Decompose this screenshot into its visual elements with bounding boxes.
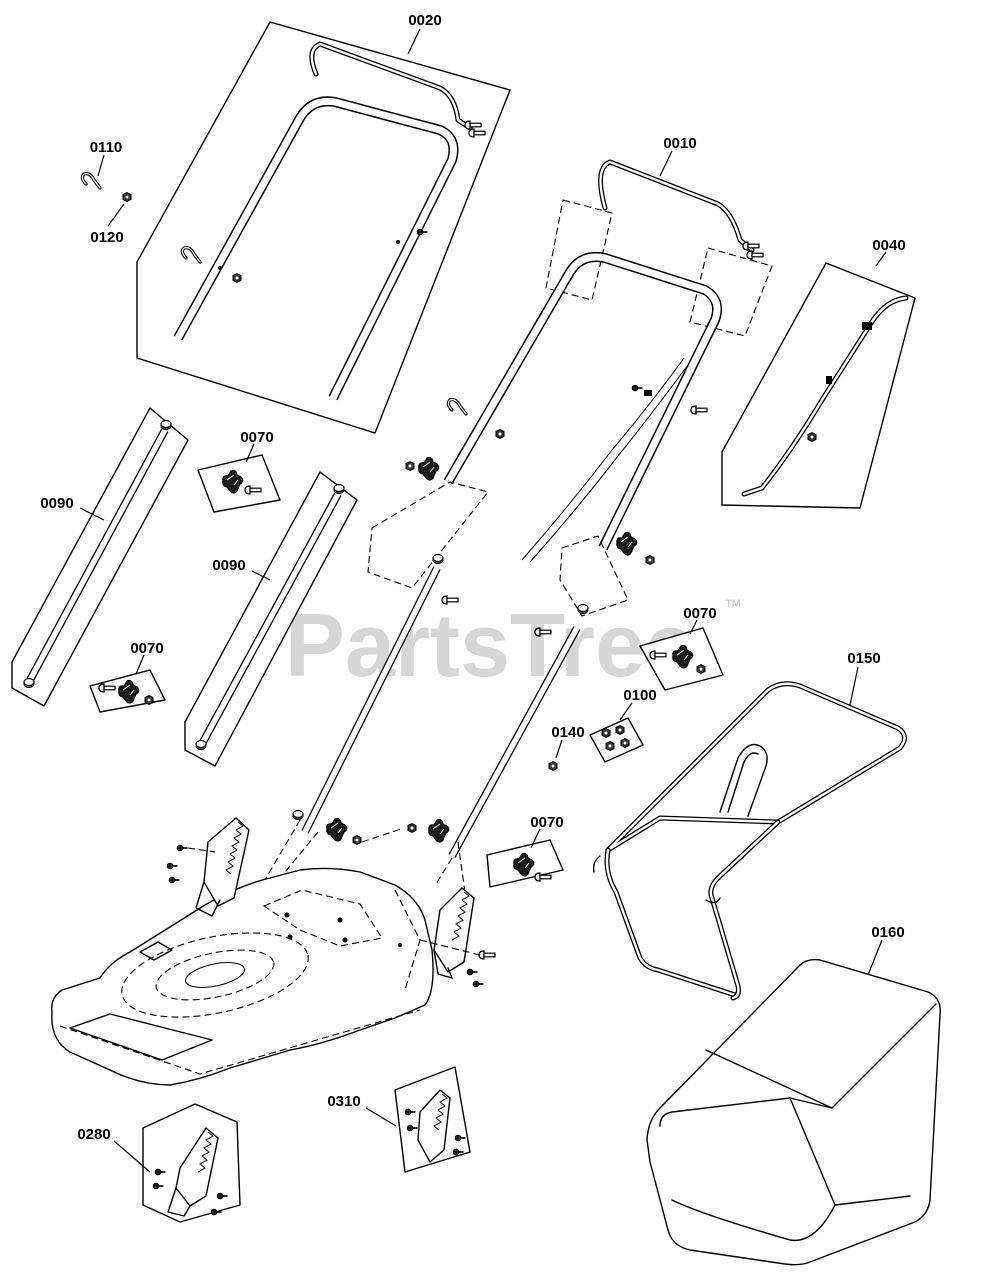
nut-set [589, 702, 644, 763]
nut-icon [122, 192, 132, 202]
handle-nut [495, 429, 505, 439]
callout-0110[interactable]: 0110 [90, 139, 123, 156]
tube-end-cap [292, 809, 304, 821]
callout-0140[interactable]: 0140 [551, 724, 584, 741]
knob-icon [428, 818, 450, 843]
callout-0120[interactable]: 0120 [90, 229, 123, 246]
grass-bag-frame [592, 666, 907, 1001]
upper-handle-kit [136, 21, 511, 434]
screw-icon [176, 844, 189, 852]
front-bumper [69, 1013, 213, 1061]
height-adjuster-right [419, 887, 496, 988]
frame-chute [719, 743, 768, 817]
control-cable-box [721, 262, 916, 509]
screw-icon [466, 968, 479, 976]
grass-bag-body [646, 958, 941, 1266]
tube-end-cap [195, 739, 207, 751]
callout-0090[interactable]: 0090 [40, 495, 73, 512]
knob-kit-a [197, 443, 281, 513]
adjuster-bracket [433, 887, 475, 973]
frame-rim [605, 681, 907, 853]
nut-icon [601, 728, 611, 738]
nut-icon [615, 725, 625, 735]
lower-tube-kit-left [11, 407, 189, 707]
nut-icon [696, 664, 706, 674]
knob-kit-c [639, 619, 724, 691]
watermark: PartsTree ™ [285, 596, 742, 696]
tube-end-cap [432, 553, 444, 565]
knob-icon [616, 531, 638, 556]
callout-labels: 0020 0110 0120 0010 0040 0070 0090 0090 … [40, 12, 905, 1143]
lower-tube-kit-right [184, 471, 358, 767]
watermark-trademark: ™ [724, 596, 742, 616]
upper-handle-kit-box [136, 21, 511, 434]
nut-icon [605, 741, 615, 751]
deck-housing [51, 867, 434, 1086]
callout-0280[interactable]: 0280 [77, 1126, 110, 1143]
adjuster-kit-right [365, 1066, 471, 1173]
handle-nut [405, 461, 415, 471]
handle-screw [631, 384, 644, 392]
knob-icon [418, 456, 440, 481]
nut-icon [807, 432, 817, 442]
screw-icon [168, 876, 181, 884]
cable-clip-icon [80, 172, 102, 190]
tube-end-cap [160, 419, 172, 431]
watermark-text: PartsTree [285, 596, 695, 696]
callout-0100[interactable]: 0100 [623, 687, 656, 704]
knob-icon [326, 817, 348, 842]
control-cable-kit [721, 251, 916, 509]
nut-icon [548, 761, 558, 771]
handle-nut [232, 273, 242, 283]
height-adjuster-left [166, 817, 250, 917]
screw-icon [472, 980, 485, 988]
knob-kit-b [89, 654, 166, 713]
mower-deck [51, 867, 434, 1086]
main-handle-assembly [231, 150, 773, 937]
callout-0150[interactable]: 0150 [847, 650, 880, 667]
callout-0020[interactable]: 0020 [408, 12, 441, 29]
tube-end-cap [577, 603, 589, 615]
nut-icon [144, 695, 154, 705]
callout-0070[interactable]: 0070 [530, 814, 563, 831]
callout-0010[interactable]: 0010 [663, 135, 696, 152]
clip-and-nut [80, 154, 132, 227]
callout-0040[interactable]: 0040 [872, 237, 905, 254]
single-nut [548, 739, 563, 771]
blade-housing [121, 932, 309, 1018]
grass-bag [646, 939, 941, 1266]
callout-0070[interactable]: 0070 [240, 429, 273, 446]
callout-0090[interactable]: 0090 [212, 557, 245, 574]
screw-icon [166, 862, 179, 870]
bail-bar [598, 159, 755, 253]
control-cable [521, 357, 685, 561]
cable-clip-icon [446, 398, 468, 416]
bail-pivot-bolt [746, 250, 764, 260]
bolt-icon [478, 950, 496, 960]
handle-nut [352, 835, 362, 845]
nut-set-box [589, 717, 644, 763]
callout-0160[interactable]: 0160 [871, 924, 904, 941]
tube-end-cap [333, 483, 345, 495]
nut-icon [620, 738, 630, 748]
tube-end-cap [23, 677, 35, 689]
frame-clip [592, 855, 601, 873]
callout-0310[interactable]: 0310 [327, 1093, 360, 1110]
handle-nut [407, 823, 417, 833]
handle-nut [645, 555, 655, 565]
adjuster-kit-left [113, 1103, 241, 1223]
frame-right-leg [708, 819, 781, 1001]
callout-0070[interactable]: 0070 [683, 605, 716, 622]
handle-bolt [690, 405, 708, 415]
knob-kit-d [486, 828, 564, 888]
callout-0070[interactable]: 0070 [130, 640, 163, 657]
